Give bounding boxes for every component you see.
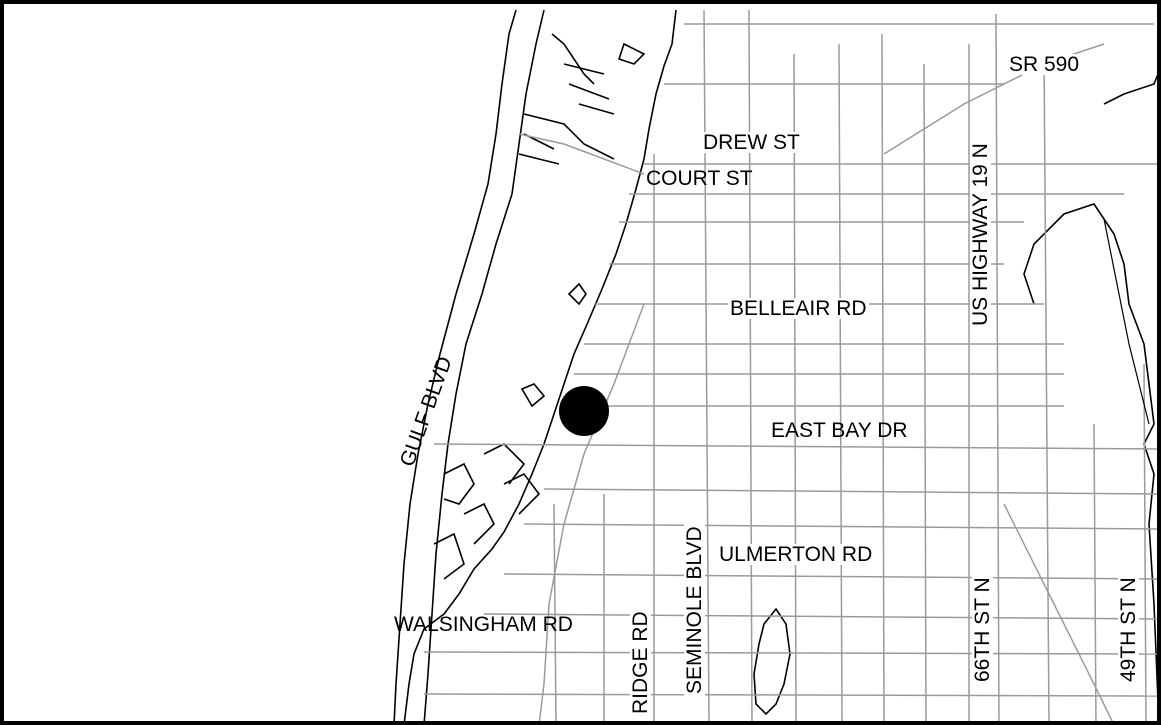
- road-ns-7: [923, 63, 927, 721]
- barrier-island-west: [393, 9, 517, 721]
- label-drew-st: DREW ST: [701, 131, 802, 154]
- canals-north: [518, 33, 646, 165]
- label-us-highway-19: US HIGHWAY 19 N: [969, 141, 992, 328]
- road-diag-se: [1003, 503, 1113, 721]
- label-ridge-rd: RIDGE RD: [629, 609, 652, 716]
- label-walsingham-rd: WALSINGHAM RD: [394, 613, 573, 636]
- barrier-island-east: [423, 9, 545, 721]
- label-east-bay-dr: EAST BAY DR: [771, 419, 908, 442]
- road-ns-12: [1143, 363, 1147, 721]
- road-ns-4: [793, 53, 797, 721]
- road-diag-causeway: [518, 133, 645, 175]
- label-66th-st: 66TH ST N: [971, 575, 994, 684]
- road-ew-17: [423, 693, 1157, 697]
- bay-inlet-north: [1103, 74, 1157, 105]
- bay-island-2: [520, 383, 546, 408]
- road-ns-3: [748, 9, 753, 721]
- road-ns-11: [1093, 423, 1097, 721]
- road-ew-13: [523, 523, 1157, 530]
- road-diag-alt19: [538, 303, 645, 721]
- label-49th-st: 49TH ST N: [1117, 575, 1140, 684]
- road-ns-5: [838, 43, 843, 721]
- tampa-bay-shore: [1023, 203, 1157, 696]
- label-belleair-rd: BELLEAIR RD: [728, 297, 869, 320]
- road-ns-6: [881, 33, 885, 721]
- bay-island-1: [567, 282, 587, 306]
- road-ew-15: [483, 613, 1157, 620]
- canals-south: [433, 443, 541, 580]
- road-ns-9: [995, 13, 1000, 721]
- lake-seminole: [753, 607, 791, 716]
- road-ns-2: [703, 9, 710, 721]
- mainland-shoreline: [403, 9, 677, 721]
- label-ulmerton-rd: ULMERTON RD: [717, 543, 875, 566]
- road-ns-10: [1043, 53, 1050, 721]
- label-seminole-blvd: SEMINOLE BLVD: [683, 524, 706, 696]
- road-ew-11: [433, 443, 1157, 450]
- label-court-st: COURT ST: [646, 167, 753, 190]
- label-sr590: SR 590: [1007, 53, 1082, 76]
- road-ew-12: [543, 488, 1157, 495]
- railroad: [1103, 218, 1150, 425]
- location-marker[interactable]: [559, 386, 609, 436]
- coastline: [393, 9, 1157, 721]
- road-ew-16: [423, 651, 1157, 655]
- map-graphics: [393, 9, 1157, 721]
- road-network: [423, 9, 1157, 721]
- road-ew-14: [503, 573, 1157, 580]
